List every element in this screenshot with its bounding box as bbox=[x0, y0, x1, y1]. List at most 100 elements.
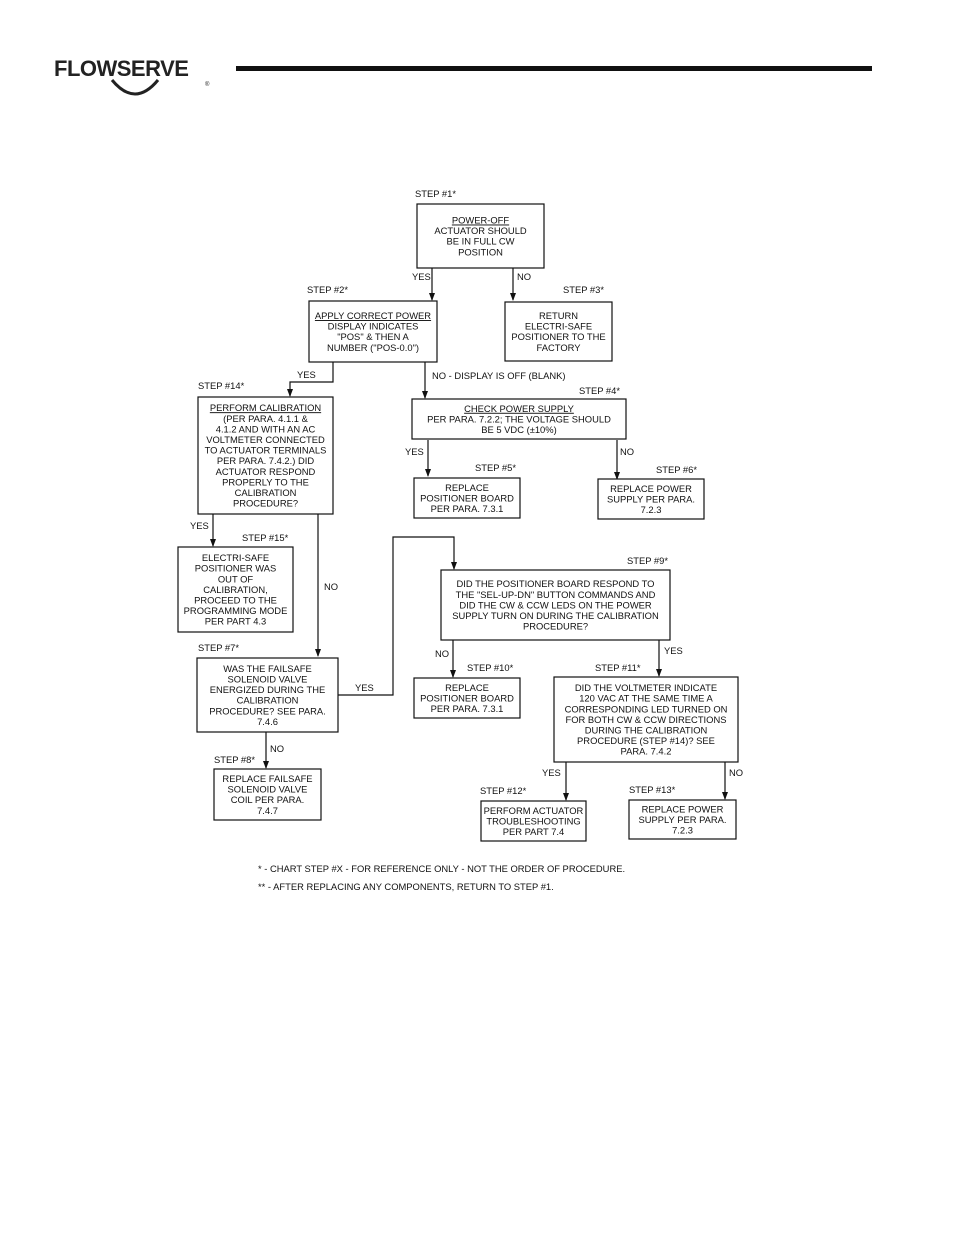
arrowhead bbox=[722, 792, 728, 800]
step-text-line: CHECK POWER SUPPLY bbox=[464, 403, 574, 414]
logo-swoosh bbox=[110, 79, 160, 96]
edge-labels: YES NO YES NO - DISPLAY IS OFF (BLANK) Y… bbox=[190, 271, 743, 778]
label-no: NO bbox=[270, 743, 284, 754]
step-text-line: BE IN FULL CW bbox=[447, 236, 515, 247]
step-box-outline bbox=[416, 203, 545, 269]
label-no: NO bbox=[435, 648, 449, 659]
step-text-line: PROPERLY TO THE bbox=[222, 476, 309, 487]
step-text-line: PROCEDURE (STEP #14)? SEE bbox=[577, 735, 715, 746]
step-text-line: POSITIONER TO THE bbox=[511, 331, 605, 342]
step-text-line: REPLACE POWER bbox=[610, 483, 692, 494]
arrowhead bbox=[315, 649, 321, 657]
step-label: STEP #3* bbox=[563, 284, 604, 295]
arrowheads bbox=[210, 293, 728, 801]
step-text-line: REPLACE bbox=[445, 682, 489, 693]
label-no: NO bbox=[324, 581, 338, 592]
arrowhead bbox=[425, 469, 431, 477]
step-text-line: PER PART 4.3 bbox=[205, 616, 267, 627]
step-text-line: 7.4.6 bbox=[257, 716, 278, 727]
step-label: STEP #11* bbox=[595, 662, 641, 673]
step-text-line: (PER PARA. 4.1.1 & bbox=[223, 413, 309, 424]
step-text-line: PROCEED TO THE bbox=[194, 595, 277, 606]
step-text-line: PROCEDURE? SEE PARA. bbox=[209, 705, 326, 716]
step-text-line: PERFORM CALIBRATION bbox=[210, 402, 321, 413]
step-text-line: DID THE POSITIONER BOARD RESPOND TO bbox=[457, 578, 655, 589]
step-text-line: SOLENOID VALVE bbox=[228, 674, 308, 685]
arrowhead bbox=[563, 793, 569, 801]
arrowhead bbox=[450, 670, 456, 678]
label-yes: YES bbox=[355, 682, 374, 693]
step-12-box: STEP #12*PERFORM ACTUATORTROUBLESHOOTING… bbox=[480, 785, 587, 842]
step-box-outline bbox=[413, 677, 521, 719]
step-text-line: CALIBRATION bbox=[235, 487, 297, 498]
step-label: STEP #8* bbox=[214, 754, 255, 765]
footnote-chart-step: * - CHART STEP #X - FOR REFERENCE ONLY -… bbox=[258, 863, 625, 874]
step-text-line: DURING THE CALIBRATION bbox=[585, 725, 708, 736]
step-label: STEP #7* bbox=[198, 642, 239, 653]
step-label: STEP #10* bbox=[467, 662, 514, 673]
step-text-line: ACTUATOR SHOULD bbox=[434, 225, 527, 236]
step-box-outline bbox=[628, 799, 737, 840]
arrowhead bbox=[451, 562, 457, 570]
step-text-line: CALIBRATION bbox=[237, 695, 299, 706]
step-box-outline bbox=[480, 800, 587, 842]
step-box-outline bbox=[413, 477, 521, 519]
arrowhead bbox=[614, 472, 620, 480]
label-yes: YES bbox=[412, 271, 431, 282]
step-text-line: VOLTMETER CONNECTED bbox=[206, 434, 325, 445]
step-text-line: "POS" & THEN A bbox=[337, 331, 409, 342]
arrowhead bbox=[422, 391, 428, 399]
step-text-line: RETURN bbox=[539, 310, 578, 321]
step-box-outline bbox=[177, 546, 294, 633]
step-text-line: 7.2.3 bbox=[641, 504, 662, 515]
step-text-line: TROUBLESHOOTING bbox=[486, 815, 580, 826]
step-text-line: 7.4.7 bbox=[257, 805, 278, 816]
step-text-line: FOR BOTH CW & CCW DIRECTIONS bbox=[566, 714, 727, 725]
step-text-line: ELECTRI-SAFE bbox=[202, 552, 269, 563]
step-text-line: COIL PER PARA. bbox=[231, 794, 304, 805]
step-text-line: PERFORM ACTUATOR bbox=[484, 805, 584, 816]
step-text-line: DISPLAY INDICATES bbox=[328, 321, 419, 332]
step-box-outline bbox=[553, 676, 739, 763]
step-text-line: SUPPLY PER PARA. bbox=[607, 493, 695, 504]
flowserve-wordmark: FLOWSERVE bbox=[54, 56, 188, 81]
step-box-outline bbox=[440, 569, 671, 641]
arrowhead bbox=[429, 293, 435, 301]
edge-s7-s9 bbox=[338, 536, 455, 696]
step-text-line: CORRESPONDING LED TURNED ON bbox=[565, 703, 728, 714]
step-text-line: 4.1.2 AND WITH AN AC bbox=[216, 423, 316, 434]
label-yes: YES bbox=[297, 369, 316, 380]
step-label: STEP #2* bbox=[307, 284, 348, 295]
step-text-line: REPLACE bbox=[445, 482, 489, 493]
step-text-line: POSITIONER BOARD bbox=[420, 692, 514, 703]
step-text-line: POSITIONER WAS bbox=[195, 563, 276, 574]
arrowhead bbox=[510, 293, 516, 301]
step-text-line: ACTUATOR RESPOND bbox=[216, 466, 316, 477]
step-label: STEP #9* bbox=[627, 555, 668, 566]
label-yes: YES bbox=[664, 645, 683, 656]
step-label: STEP #5* bbox=[475, 462, 516, 473]
label-no: NO bbox=[620, 446, 634, 457]
step-box-outline bbox=[213, 768, 322, 821]
step-text-line: BE 5 VDC (±10%) bbox=[481, 424, 556, 435]
flowserve-logo: FLOWSERVE ® bbox=[54, 56, 210, 96]
registered-mark: ® bbox=[205, 81, 210, 88]
step-text-line: POWER-OFF bbox=[452, 215, 510, 226]
step-14-box: STEP #14*PERFORM CALIBRATION(PER PARA. 4… bbox=[197, 380, 334, 515]
step-text-line: POSITION bbox=[458, 246, 503, 257]
step-text-line: PER PART 7.4 bbox=[503, 826, 565, 837]
step-text-line: PER PARA. 7.3.1 bbox=[431, 503, 504, 514]
arrowhead bbox=[656, 669, 662, 677]
footnote-return-step1: ** - AFTER REPLACING ANY COMPONENTS, RET… bbox=[258, 881, 554, 892]
step-label: STEP #13* bbox=[629, 784, 676, 795]
step-text-line: PROCEDURE? bbox=[233, 498, 298, 509]
step-text-line: ELECTRI-SAFE bbox=[525, 321, 592, 332]
step-box-outline bbox=[597, 478, 705, 520]
